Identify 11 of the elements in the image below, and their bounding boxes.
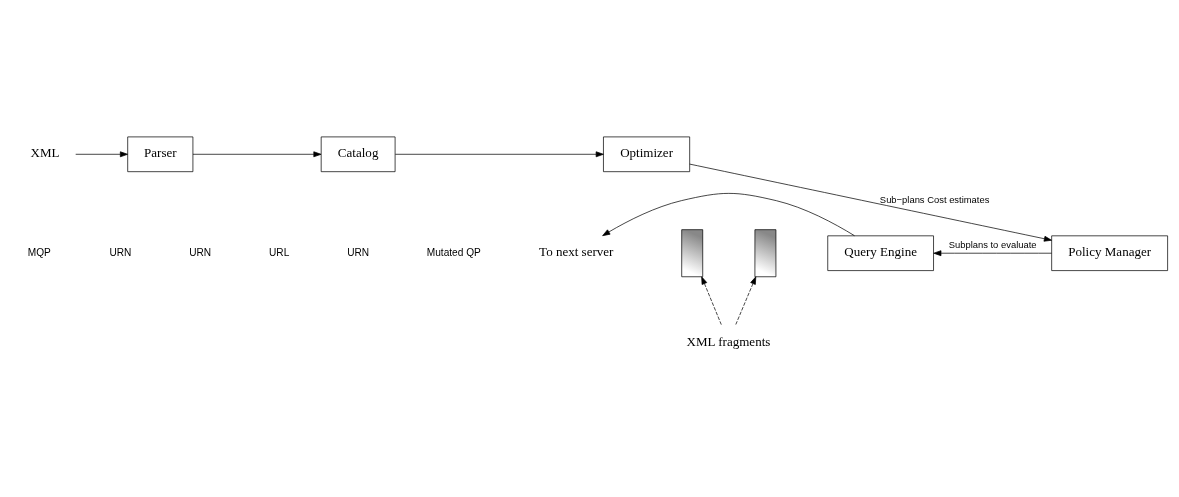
label: MQP [27, 246, 51, 258]
edge-label: Subplans to evaluate [948, 239, 1037, 251]
node-text: XML fragments [686, 333, 771, 349]
edge-label: Sub−plans Cost estimates [879, 194, 990, 206]
label: URL [269, 246, 290, 258]
label: URN [109, 246, 132, 258]
label: URN [189, 246, 212, 258]
label: URN [347, 246, 370, 258]
label: Mutated QP [426, 246, 481, 258]
node-text: XML [30, 145, 60, 161]
node-text: To next server [539, 244, 614, 260]
